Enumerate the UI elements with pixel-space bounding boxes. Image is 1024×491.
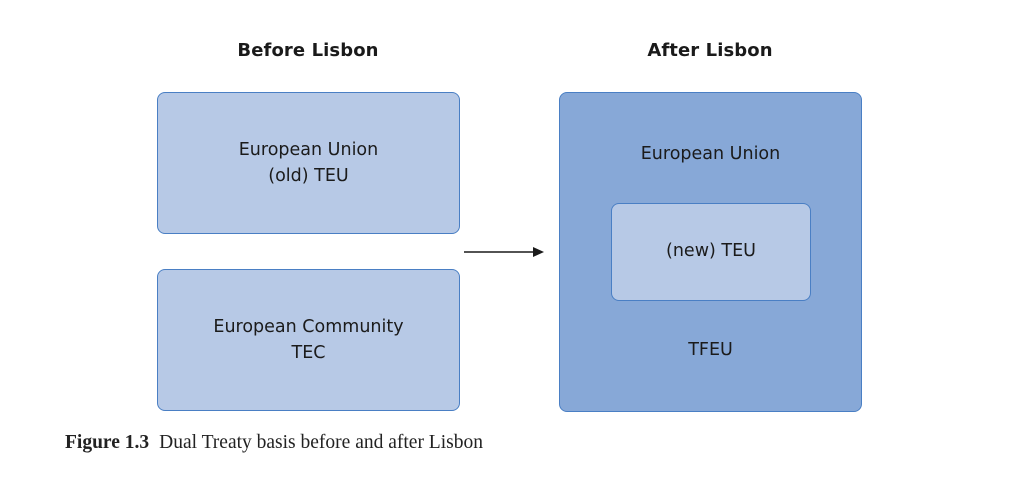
ec-label: European Community bbox=[213, 317, 404, 337]
before-lisbon-heading: Before Lisbon bbox=[237, 40, 379, 61]
eu-old-teu-box: European Union (old) TEU bbox=[157, 92, 460, 234]
eu-after-box: European Union (new) TEU TFEU bbox=[559, 92, 862, 412]
eu-after-label: European Union bbox=[640, 144, 781, 164]
tec-label: TEC bbox=[291, 343, 326, 363]
tfeu-label: TFEU bbox=[688, 340, 733, 360]
eu-old-label: European Union bbox=[238, 140, 379, 160]
new-teu-box: (new) TEU bbox=[611, 203, 811, 301]
old-teu-label: (old) TEU bbox=[268, 166, 349, 186]
new-teu-label: (new) TEU bbox=[666, 241, 756, 261]
figure-caption: Figure 1.3 Dual Treaty basis before and a… bbox=[65, 432, 483, 454]
transition-arrow-icon bbox=[464, 247, 544, 257]
ec-tec-box: European Community TEC bbox=[157, 269, 460, 411]
figure-number: Figure 1.3 bbox=[65, 432, 150, 453]
figure-caption-text: Dual Treaty basis before and after Lisbo… bbox=[159, 432, 483, 453]
after-lisbon-heading: After Lisbon bbox=[647, 40, 773, 61]
